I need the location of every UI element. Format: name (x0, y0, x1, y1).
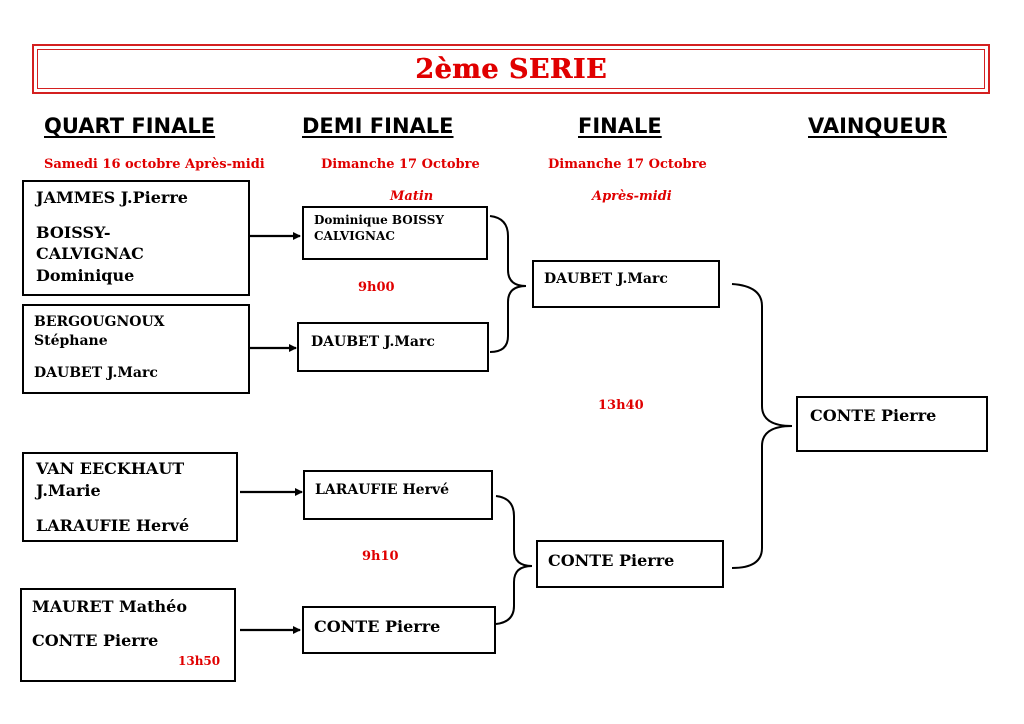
session-finale: Après-midi (592, 189, 672, 204)
final-time: 13h40 (598, 398, 644, 413)
semi-2-name: DAUBET J.Marc (311, 334, 435, 350)
semi-entrant-4: CONTE Pierre (302, 606, 496, 654)
page-title: 2ème SERIE (415, 54, 607, 85)
brace-semi-top (489, 215, 527, 353)
quarter-3-player-1-line2: J.Marie (36, 481, 101, 500)
quarter-4-player-1: MAURET Mathéo (32, 597, 187, 616)
semi-1-name-line2: CALVIGNAC (314, 229, 395, 243)
quarter-match-4: MAURET Mathéo CONTE Pierre 13h50 (20, 588, 236, 682)
quarter-3-player-2: LARAUFIE Hervé (36, 516, 190, 535)
session-demi: Matin (390, 189, 434, 204)
quarter-match-1: JAMMES J.Pierre BOISSY- CALVIGNAC Domini… (22, 180, 250, 296)
quarter-4-player-2: CONTE Pierre (32, 631, 159, 650)
quarter-1-player-2-line1: BOISSY- (36, 223, 111, 242)
finalist-1: DAUBET J.Marc (532, 260, 720, 308)
header-demi-finale: DEMI FINALE (302, 114, 454, 138)
semi-time-1: 9h00 (358, 280, 395, 295)
semi-4-name: CONTE Pierre (314, 617, 441, 636)
semi-1-name-line1: Dominique BOISSY (314, 213, 444, 227)
quarter-1-player-1: JAMMES J.Pierre (36, 188, 188, 207)
semi-time-2: 9h10 (362, 549, 399, 564)
semi-entrant-1: Dominique BOISSY CALVIGNAC (302, 206, 488, 260)
quarter-2-player-1-line2: Stéphane (34, 333, 108, 349)
quarter-2-player-2: DAUBET J.Marc (34, 365, 158, 381)
header-vainqueur: VAINQUEUR (808, 114, 947, 138)
date-finale: Dimanche 17 Octobre (548, 157, 707, 172)
finalist-2-name: CONTE Pierre (548, 551, 675, 570)
quarter-match-3: VAN EECKHAUT J.Marie LARAUFIE Hervé (22, 452, 238, 542)
title-inner-border (37, 49, 985, 89)
quarter-3-player-1-line1: VAN EECKHAUT (36, 459, 185, 478)
quarter-1-player-2-line3: Dominique (36, 266, 135, 285)
finalist-2: CONTE Pierre (536, 540, 724, 588)
header-quart-finale: QUART FINALE (44, 114, 216, 138)
quarter-1-player-2-line2: CALVIGNAC (36, 244, 144, 263)
semi-entrant-3: LARAUFIE Hervé (303, 470, 493, 520)
quarter-match-2: BERGOUGNOUX Stéphane DAUBET J.Marc (22, 304, 250, 394)
quarter-2-player-1-line1: BERGOUGNOUX (34, 314, 165, 330)
winner-name: CONTE Pierre (810, 406, 937, 425)
date-quart: Samedi 16 octobre Après-midi (44, 157, 265, 172)
title-banner: 2ème SERIE (32, 44, 990, 94)
date-demi: Dimanche 17 Octobre (321, 157, 480, 172)
semi-entrant-2: DAUBET J.Marc (297, 322, 489, 372)
semi-3-name: LARAUFIE Hervé (315, 482, 449, 498)
brace-semi-bottom (495, 495, 533, 625)
finalist-1-name: DAUBET J.Marc (544, 271, 668, 287)
quarter-4-time: 13h50 (178, 654, 221, 668)
winner-box: CONTE Pierre (796, 396, 988, 452)
brace-final (731, 283, 793, 569)
header-finale: FINALE (578, 114, 662, 138)
